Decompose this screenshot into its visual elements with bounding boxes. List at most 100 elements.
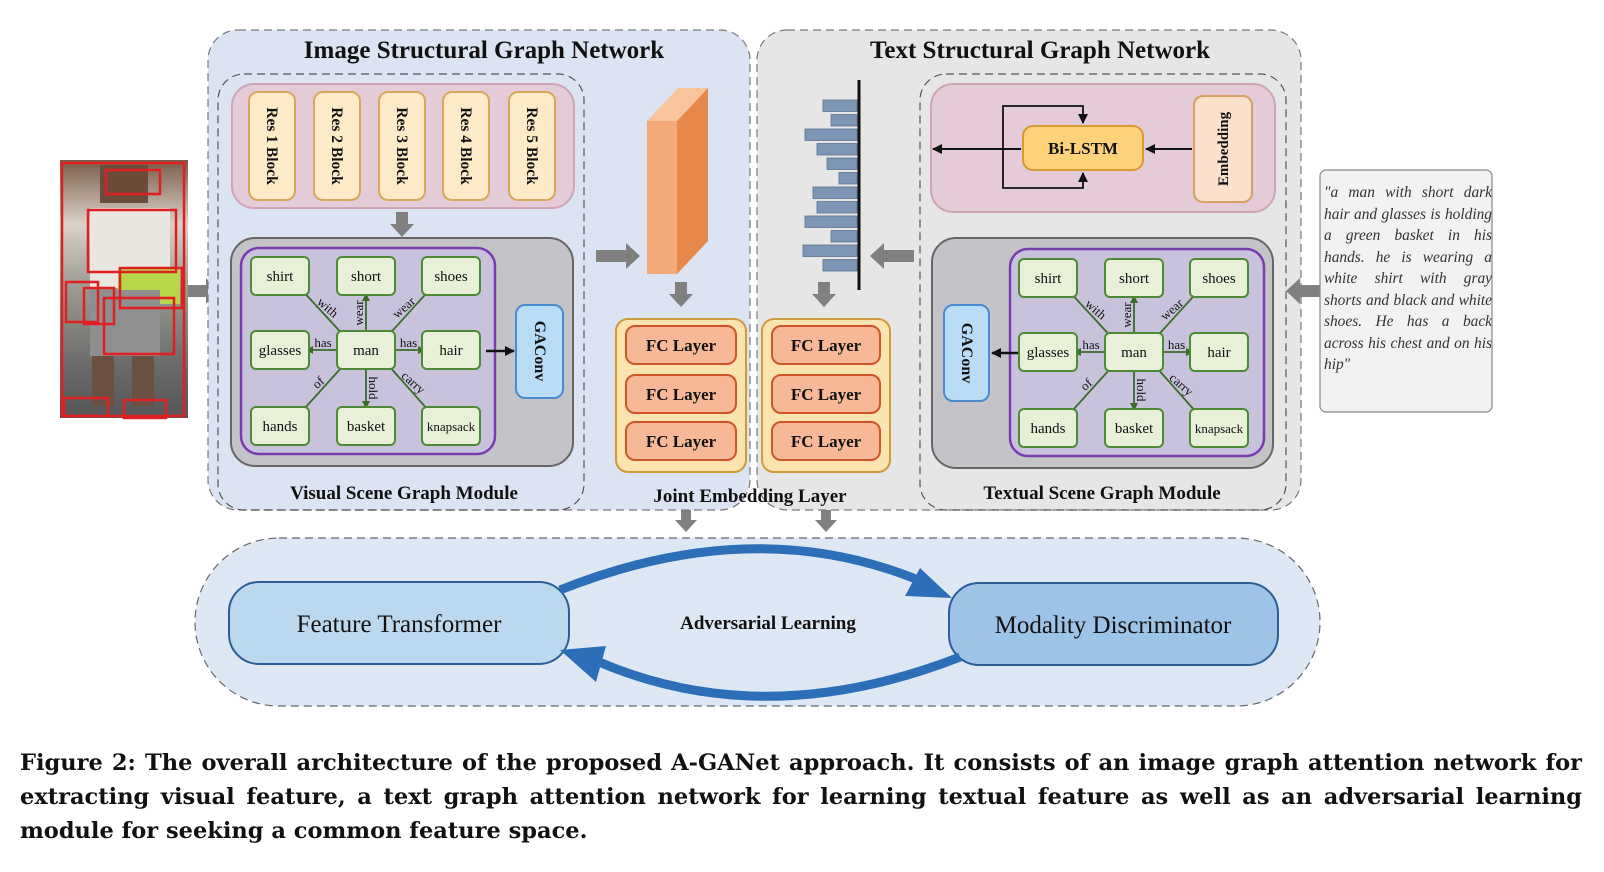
arrow-to-feature-map bbox=[596, 243, 640, 269]
fc-layer-label: FC Layer bbox=[791, 432, 862, 451]
graph-node bbox=[1104, 258, 1164, 298]
graph-node bbox=[1189, 408, 1249, 448]
arrow-joint-left-down bbox=[675, 510, 697, 532]
lstm-loop-top bbox=[1002, 105, 1088, 149]
modality-discriminator-box bbox=[948, 582, 1279, 666]
graph-node-label: hair bbox=[1207, 345, 1230, 361]
graph-node bbox=[1189, 332, 1249, 372]
arrowhead-top bbox=[905, 568, 952, 598]
graph-node bbox=[421, 256, 481, 296]
graph-node-label: glasses bbox=[259, 343, 302, 359]
textual-gaconv-box bbox=[943, 304, 990, 402]
visual-gaconv-box bbox=[515, 304, 564, 399]
graph-edge-label: has bbox=[1082, 337, 1099, 352]
graph-node-label: short bbox=[1119, 271, 1150, 287]
arrowhead-bottom bbox=[560, 646, 606, 682]
textual-gaconv-label: GAConv bbox=[958, 323, 975, 383]
arrow-text-input bbox=[1286, 278, 1320, 304]
graph-node bbox=[336, 406, 396, 446]
arrow-res-to-graph bbox=[390, 212, 414, 237]
arrow-transformer-to-discriminator bbox=[558, 544, 932, 595]
fc-layer bbox=[771, 421, 881, 461]
fc-layer-label: FC Layer bbox=[646, 432, 717, 451]
fc-layer-label: FC Layer bbox=[791, 336, 862, 355]
graph-node-label: knapsack bbox=[1195, 421, 1244, 436]
graph-node-label: hands bbox=[1031, 421, 1066, 437]
feature-bar bbox=[826, 157, 858, 170]
graph-node-label: shirt bbox=[1035, 271, 1063, 287]
adversarial-learning-label: Adversarial Learning bbox=[680, 613, 856, 634]
feature-bar bbox=[802, 244, 858, 257]
feature-bar bbox=[830, 230, 858, 243]
textual-module-frame bbox=[919, 73, 1287, 511]
res-blocks: Res 1 Block Res 2 Block Res 3 Block Res … bbox=[248, 91, 556, 201]
feature-bar bbox=[830, 114, 858, 127]
graph-edge-label: has bbox=[400, 335, 417, 350]
graph-edge-label: wear bbox=[1119, 302, 1134, 328]
graph-edge bbox=[384, 361, 433, 415]
graph-node-label: glasses bbox=[1027, 345, 1070, 361]
modality-discriminator-label: Modality Discriminator bbox=[995, 612, 1232, 639]
person-image bbox=[60, 160, 188, 420]
visual-module-label: Visual Scene Graph Module bbox=[290, 483, 518, 504]
feature-bar bbox=[816, 143, 858, 156]
embedding-label: Embedding bbox=[1216, 111, 1232, 186]
graph-node-label: hair bbox=[439, 343, 462, 359]
graph-node bbox=[250, 330, 310, 370]
textual-module-label: Textual Scene Graph Module bbox=[983, 483, 1220, 504]
graph-node-label: basket bbox=[1115, 421, 1154, 437]
graph-node-label: short bbox=[351, 269, 382, 285]
graph-node-label: basket bbox=[347, 419, 386, 435]
svg-text:Res 4 Block: Res 4 Block bbox=[457, 107, 474, 185]
graph-node bbox=[421, 330, 481, 370]
graph-node bbox=[1104, 332, 1164, 372]
bilstm-label: Bi-LSTM bbox=[1048, 139, 1118, 158]
visual-feature-map bbox=[647, 88, 708, 274]
res-block: Res 1 Block bbox=[248, 91, 296, 201]
graph-edge bbox=[1067, 289, 1115, 341]
graph-edge bbox=[299, 287, 347, 339]
feature-bar bbox=[822, 259, 858, 272]
svg-text:Res 2 Block: Res 2 Block bbox=[328, 107, 345, 185]
joint-embedding-fc-stacks: FC Layer FC Layer FC Layer FC Layer FC Layer… bbox=[615, 318, 891, 473]
joint-embedding-label: Joint Embedding Layer bbox=[653, 486, 847, 507]
feature-bar bbox=[804, 215, 858, 228]
graph-node-label: knapsack bbox=[427, 419, 476, 434]
graph-node bbox=[1104, 408, 1164, 448]
graph-node bbox=[250, 406, 310, 446]
fc-layer-label: FC Layer bbox=[646, 385, 717, 404]
graph-edge-label: has bbox=[314, 335, 331, 350]
graph-edge bbox=[1152, 289, 1201, 341]
graph-node-label: shoes bbox=[434, 269, 467, 285]
embedding-box bbox=[1193, 95, 1253, 203]
bilstm-box bbox=[1022, 125, 1144, 171]
graph-edge-label: wear bbox=[351, 300, 366, 326]
figure-caption: Figure 2: The overall architecture of th… bbox=[20, 750, 1582, 844]
svg-text:Res 5 Block: Res 5 Block bbox=[523, 107, 540, 185]
res-block: Res 3 Block bbox=[378, 91, 426, 201]
visual-gaconv-label: GAConv bbox=[531, 321, 548, 381]
graph-edge bbox=[1066, 363, 1116, 417]
input-text-description: "a man with short dark hair and glasses … bbox=[1324, 184, 1492, 373]
graph-node bbox=[1018, 408, 1078, 448]
graph-edge bbox=[384, 287, 433, 339]
visual-module-frame bbox=[217, 73, 585, 511]
fc-layer-label: FC Layer bbox=[646, 336, 717, 355]
arrow-joint-right-down bbox=[815, 510, 837, 532]
fc-layer bbox=[625, 374, 737, 414]
image-network-title: Image Structural Graph Network bbox=[304, 37, 664, 64]
graph-node bbox=[336, 330, 396, 370]
graph-node bbox=[1189, 258, 1249, 298]
graph-node-label: man bbox=[1121, 345, 1147, 361]
graph-node bbox=[336, 256, 396, 296]
lstm-loop-bottom bbox=[1002, 149, 1088, 189]
graph-edge-label: has bbox=[1168, 337, 1185, 352]
graph-edge-label: hold bbox=[1134, 378, 1149, 402]
text-network-title: Text Structural Graph Network bbox=[870, 37, 1210, 64]
feature-bar bbox=[838, 172, 858, 185]
arrow-vector-to-fc bbox=[812, 282, 836, 307]
feature-bar bbox=[812, 186, 858, 199]
graph-node bbox=[1018, 332, 1078, 372]
feature-transformer-box bbox=[228, 581, 570, 665]
graph-node-label: hands bbox=[263, 419, 298, 435]
